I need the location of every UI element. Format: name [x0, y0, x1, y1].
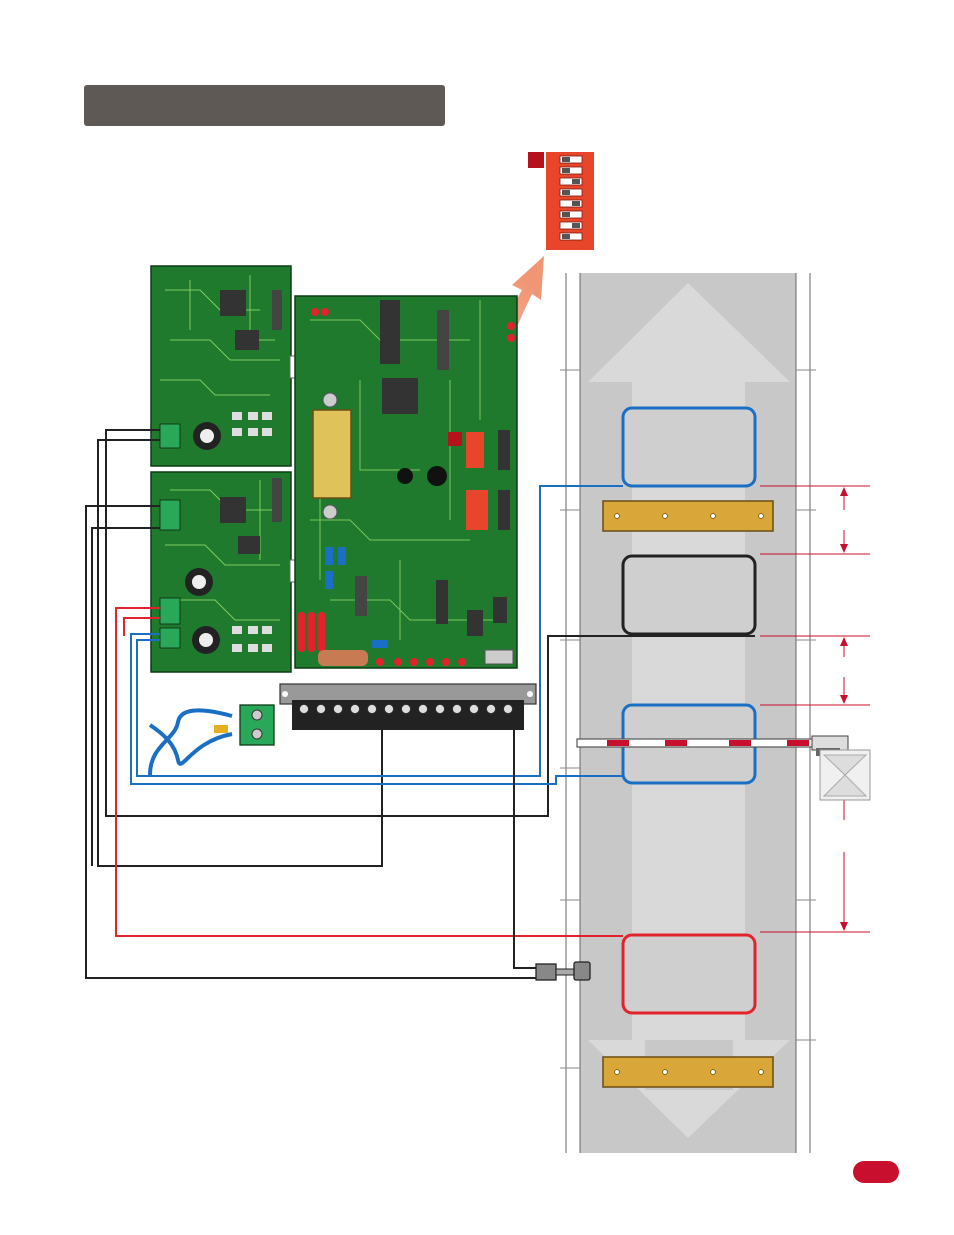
transformer-icon	[313, 410, 351, 498]
detector-board-upper	[151, 266, 310, 466]
gate-operator-box	[820, 750, 870, 800]
detector-board-lower	[151, 472, 310, 672]
loop-1-blue	[623, 408, 755, 486]
loop-4-red	[623, 935, 755, 1013]
page-number-badge	[853, 1161, 899, 1183]
treadle-lower	[603, 1057, 773, 1087]
main-controller-board	[295, 296, 517, 668]
loop-2-black	[623, 556, 755, 634]
dip-switch-icon	[528, 152, 594, 250]
twisted-pair-icon	[150, 705, 274, 775]
terminal-block-icon	[280, 684, 536, 730]
treadle-upper	[603, 501, 773, 531]
